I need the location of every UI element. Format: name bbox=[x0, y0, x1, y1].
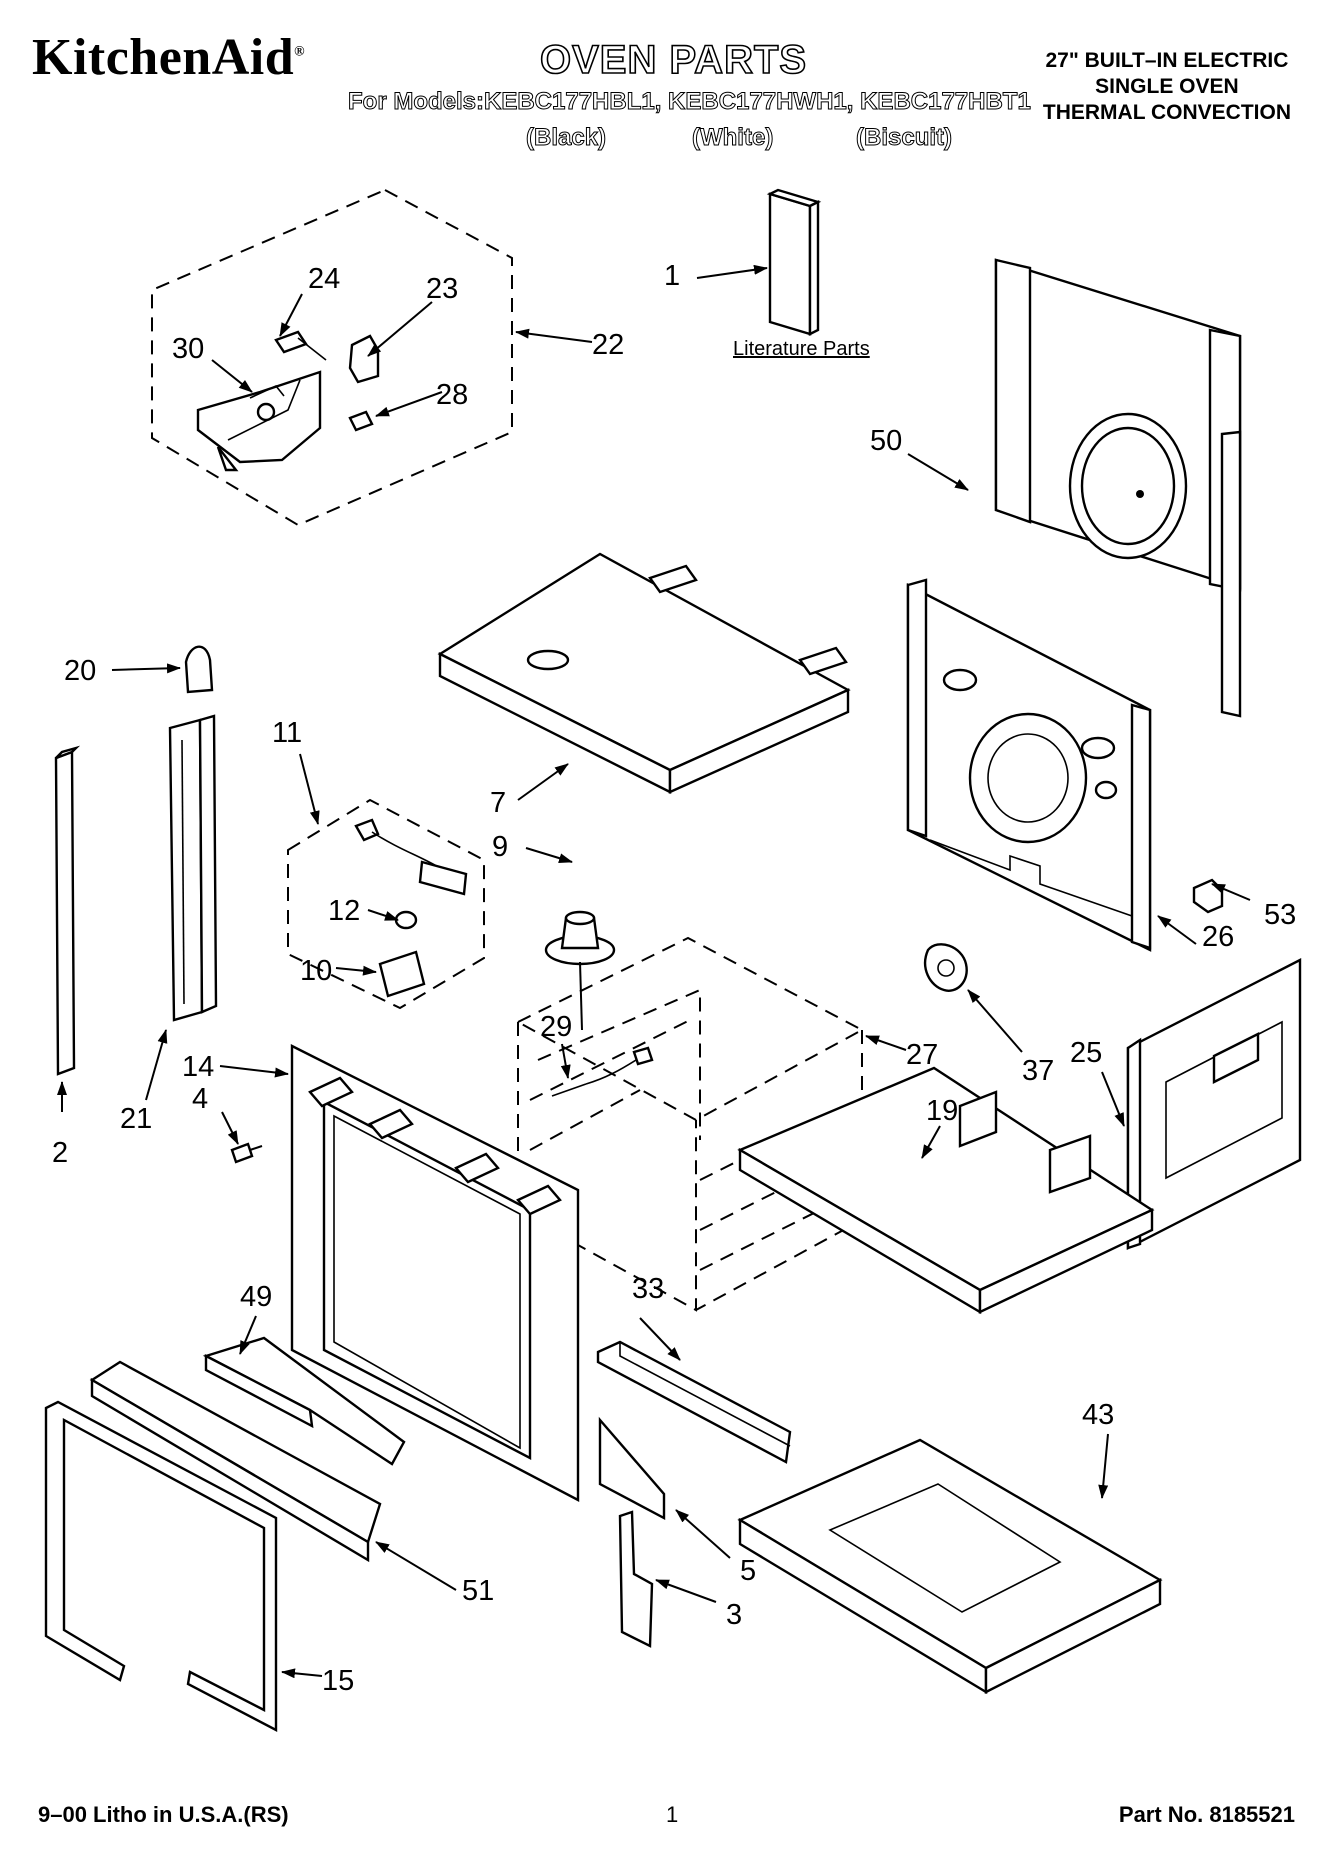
callout-2: 2 bbox=[52, 1137, 68, 1169]
callout-1: 1 bbox=[664, 260, 680, 292]
part-9-convection-motor bbox=[544, 910, 616, 1031]
callout-21: 21 bbox=[120, 1103, 152, 1135]
footer-part-number: Part No. 8185521 bbox=[1118, 1802, 1295, 1827]
callout-53: 53 bbox=[1264, 899, 1296, 931]
product-description: 27" BUILT–IN ELECTRIC SINGLE OVEN THERMA… bbox=[1043, 48, 1291, 126]
callout-22: 22 bbox=[592, 329, 624, 361]
product-line-1: 27" BUILT–IN ELECTRIC bbox=[1045, 49, 1289, 72]
callout-28: 28 bbox=[436, 379, 468, 411]
part-51-vent-trim bbox=[89, 1360, 382, 1563]
model-numbers: For Models:KEBC177HBL1, KEBC177HWH1, KEB… bbox=[348, 88, 1032, 116]
callout-19: 19 bbox=[926, 1095, 958, 1127]
part-11-light-assembly bbox=[287, 798, 485, 1010]
part-49-trim bbox=[202, 1336, 406, 1466]
callout-5: 5 bbox=[740, 1555, 756, 1587]
part-1-literature bbox=[766, 188, 822, 336]
callout-30: 30 bbox=[172, 333, 204, 365]
brand-logo: KitchenAid® bbox=[32, 28, 305, 87]
part-5-gusset bbox=[598, 1416, 666, 1520]
callout-3: 3 bbox=[726, 1599, 742, 1631]
callout-29: 29 bbox=[540, 1011, 572, 1043]
callout-20: 20 bbox=[64, 655, 96, 687]
part-19-bottom-panel bbox=[737, 1066, 1155, 1315]
brand-name: KitchenAid bbox=[32, 29, 295, 86]
callout-26: 26 bbox=[1202, 921, 1234, 953]
callout-9: 9 bbox=[492, 831, 508, 863]
product-line-3: THERMAL CONVECTION bbox=[1042, 101, 1291, 124]
part-20-cap bbox=[184, 645, 214, 694]
callout-11: 11 bbox=[272, 717, 302, 749]
registered-mark: ® bbox=[294, 44, 306, 60]
part-25-side-panel bbox=[1126, 958, 1302, 1250]
footer-page-number: 1 bbox=[666, 1802, 679, 1827]
callout-33: 33 bbox=[632, 1273, 664, 1305]
part-2-side-trim bbox=[54, 745, 81, 1076]
part-26-convection-panel bbox=[906, 578, 1152, 952]
part-43-base-pan bbox=[737, 1438, 1163, 1695]
color-label-biscuit: (Biscuit) bbox=[856, 124, 953, 152]
color-label-white: (White) bbox=[691, 124, 774, 152]
product-line-2: SINGLE OVEN bbox=[1095, 75, 1239, 98]
part-14-front-frame bbox=[290, 1044, 580, 1502]
literature-parts-label: Literature Parts bbox=[733, 338, 870, 360]
callout-50: 50 bbox=[870, 425, 902, 457]
callout-25: 25 bbox=[1070, 1037, 1102, 1069]
callout-37: 37 bbox=[1022, 1055, 1054, 1087]
part-7-top-panel bbox=[437, 552, 851, 794]
part-21-side-panel bbox=[168, 714, 218, 1022]
callout-4: 4 bbox=[192, 1083, 208, 1115]
callout-14: 14 bbox=[182, 1051, 214, 1083]
callout-24: 24 bbox=[308, 263, 340, 295]
part-53-bracket bbox=[1192, 878, 1224, 914]
part-15-door-gasket bbox=[44, 1400, 278, 1732]
callout-12: 12 bbox=[328, 895, 360, 927]
part-50-rear-panel bbox=[994, 258, 1242, 718]
page-title: OVEN PARTS bbox=[539, 37, 808, 83]
callout-23: 23 bbox=[426, 273, 458, 305]
part-33-bracket bbox=[596, 1340, 792, 1464]
footer-litho: 9–00 Litho in U.S.A.(RS) bbox=[38, 1802, 289, 1827]
callout-49: 49 bbox=[240, 1281, 272, 1313]
callout-numbers: 1 2 3 4 5 7 9 10 11 12 14 15 19 20 21 22… bbox=[52, 260, 1296, 1697]
part-37-thermostat bbox=[923, 943, 968, 992]
color-label-black: (Black) bbox=[525, 124, 607, 152]
callout-51: 51 bbox=[462, 1575, 494, 1607]
part-3-bracket bbox=[618, 1510, 654, 1648]
part-22-control-assembly bbox=[151, 188, 513, 527]
part-29-sensor bbox=[551, 1046, 654, 1097]
part-4-screw bbox=[230, 1142, 263, 1164]
callout-43: 43 bbox=[1082, 1399, 1114, 1431]
callout-7: 7 bbox=[490, 787, 506, 819]
callout-15: 15 bbox=[322, 1665, 354, 1697]
callout-27: 27 bbox=[906, 1039, 938, 1071]
leader-lines bbox=[57, 264, 1251, 1679]
callout-10: 10 bbox=[300, 955, 332, 987]
